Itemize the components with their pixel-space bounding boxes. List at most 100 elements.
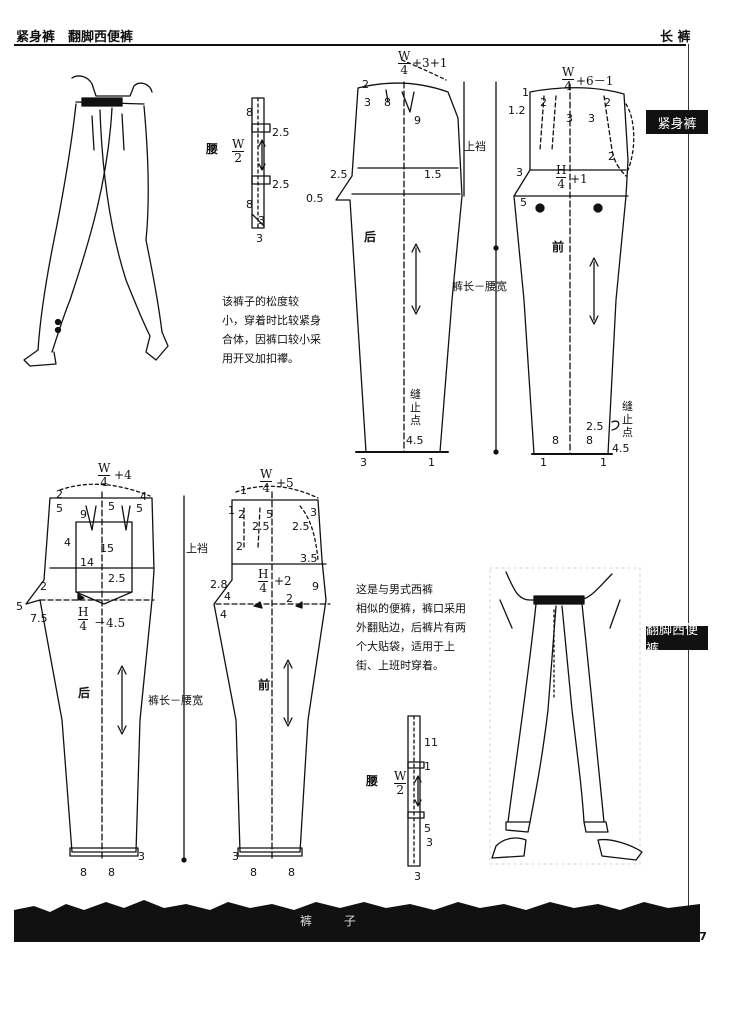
- svg-text:3: 3: [232, 850, 239, 863]
- fraction-denominator: 4: [258, 581, 269, 595]
- fraction-denominator: 4: [78, 619, 89, 633]
- slit-point-char: 止: [410, 401, 421, 414]
- svg-text:2: 2: [604, 96, 611, 109]
- svg-text:8: 8: [246, 106, 253, 119]
- svg-text:9: 9: [414, 114, 421, 127]
- fraction-numerator: W: [260, 467, 273, 481]
- svg-text:4: 4: [64, 536, 71, 549]
- svg-text:1: 1: [424, 760, 431, 773]
- formula-bottom-back-hip: －4.5: [94, 616, 126, 630]
- slit-point-label-front: 缝 止 点: [622, 400, 633, 439]
- right-margin-rule: [688, 44, 689, 924]
- formula-top-front-waist: +6－1: [576, 74, 614, 88]
- fraction-numerator: H: [556, 163, 567, 177]
- slit-point-char: 缝: [622, 400, 633, 413]
- svg-text:3: 3: [426, 836, 433, 849]
- svg-text:1: 1: [540, 456, 547, 469]
- fraction-h4-bottom-back: H 4: [78, 605, 89, 633]
- slit-point-char: 缝: [410, 388, 421, 401]
- svg-text:2: 2: [40, 580, 47, 593]
- fraction-numerator: W: [398, 49, 411, 63]
- footer-band-text: 裤 子: [300, 914, 370, 928]
- svg-text:4.5: 4.5: [406, 434, 424, 447]
- length-formula-label-bottom: 裤长－腰宽: [148, 694, 203, 707]
- svg-text:8: 8: [246, 198, 253, 211]
- svg-text:5: 5: [108, 500, 115, 513]
- svg-text:3: 3: [310, 506, 317, 519]
- svg-text:2.5: 2.5: [252, 520, 270, 533]
- front-label-top: 前: [552, 240, 565, 254]
- fraction-w4-top-back: W 4: [398, 49, 411, 77]
- formula-top-back-waist: +3+1: [412, 56, 448, 70]
- svg-text:3: 3: [360, 456, 367, 469]
- svg-text:8: 8: [80, 866, 87, 879]
- svg-text:2.5: 2.5: [108, 572, 126, 585]
- svg-text:1: 1: [428, 456, 435, 469]
- fraction-numerator: W: [232, 137, 245, 151]
- svg-text:0.5: 0.5: [306, 192, 324, 205]
- svg-text:2: 2: [362, 78, 369, 91]
- svg-text:2: 2: [236, 540, 243, 553]
- back-label-bottom: 后: [78, 686, 91, 700]
- svg-text:4: 4: [140, 490, 147, 503]
- formula-bottom-front-hip: +2: [274, 574, 292, 588]
- svg-text:8: 8: [250, 866, 257, 879]
- fraction-w2-waistband-1: W 2: [232, 137, 245, 165]
- svg-text:11: 11: [424, 736, 438, 749]
- fraction-numerator: H: [258, 567, 269, 581]
- svg-text:15: 15: [100, 542, 114, 555]
- note-line: 街、上班时穿着。: [356, 659, 444, 672]
- formula-bottom-front-waist: +5: [276, 476, 294, 490]
- svg-text:1.2: 1.2: [508, 104, 526, 117]
- note-line: 该裤子的松度较: [222, 295, 299, 308]
- svg-text:3: 3: [566, 112, 573, 125]
- svg-text:1.5: 1.5: [424, 168, 442, 181]
- front-label-bottom: 前: [258, 678, 271, 692]
- note-line: 外翻贴边，后裤片有两: [356, 621, 466, 634]
- cuffed-pants-back-pattern: [25, 483, 155, 861]
- fraction-denominator: 2: [232, 151, 245, 165]
- fraction-w2-waistband-2: W 2: [394, 769, 407, 797]
- fraction-w4-bottom-back: W 4: [98, 462, 111, 489]
- svg-text:2.8: 2.8: [210, 578, 228, 591]
- note-line: 小，穿着时比较紧身: [222, 314, 321, 327]
- fraction-numerator: H: [78, 605, 89, 619]
- note-cuffed-pants: 这是与男式西裤 相似的便裤，裤口采用 外翻贴边，后裤片有两 个大贴袋，适用于上 …: [356, 580, 466, 675]
- svg-text:5: 5: [56, 502, 63, 515]
- fraction-denominator: 2: [394, 783, 407, 797]
- fraction-w4-top-front: W 4: [562, 66, 575, 93]
- note-line: 合体，因裤口较小采: [222, 333, 321, 346]
- svg-text:1: 1: [522, 86, 529, 99]
- slit-point-char: 点: [410, 414, 421, 427]
- svg-text:9: 9: [312, 580, 319, 593]
- footer-black-band: [14, 900, 700, 942]
- cuffed-pants-figure-illustration: [489, 567, 643, 865]
- fraction-denominator: 4: [98, 475, 111, 489]
- fraction-numerator: W: [394, 769, 407, 783]
- svg-text:1: 1: [600, 456, 607, 469]
- header-rule: [14, 44, 686, 46]
- fraction-denominator: 4: [260, 481, 273, 495]
- svg-text:2.5: 2.5: [272, 178, 290, 191]
- svg-text:4: 4: [220, 608, 227, 621]
- tight-pants-front-pattern: [513, 83, 635, 455]
- svg-text:5: 5: [266, 508, 273, 521]
- crotch-depth-label-top: 上裆: [464, 140, 486, 153]
- svg-text:2: 2: [238, 508, 245, 521]
- svg-text:9: 9: [80, 508, 87, 521]
- note-line: 相似的便裤，裤口采用: [356, 602, 466, 615]
- side-tab-cuffed-pants: 翻脚西便裤: [646, 623, 708, 657]
- svg-text:2.5: 2.5: [586, 420, 604, 433]
- tight-pants-waistband-diagram: [251, 97, 271, 229]
- svg-text:2.5: 2.5: [272, 126, 290, 139]
- svg-text:3: 3: [138, 850, 145, 863]
- formula-top-front-hip: +1: [570, 172, 588, 186]
- svg-text:4.5: 4.5: [612, 442, 630, 455]
- note-line: 这是与男式西裤: [356, 583, 433, 596]
- waistband-label-1: 腰: [206, 142, 219, 156]
- note-tight-pants: 该裤子的松度较 小，穿着时比较紧身 合体，因裤口较小采 用开叉加扣襻。: [222, 292, 321, 368]
- svg-text:3: 3: [256, 232, 263, 245]
